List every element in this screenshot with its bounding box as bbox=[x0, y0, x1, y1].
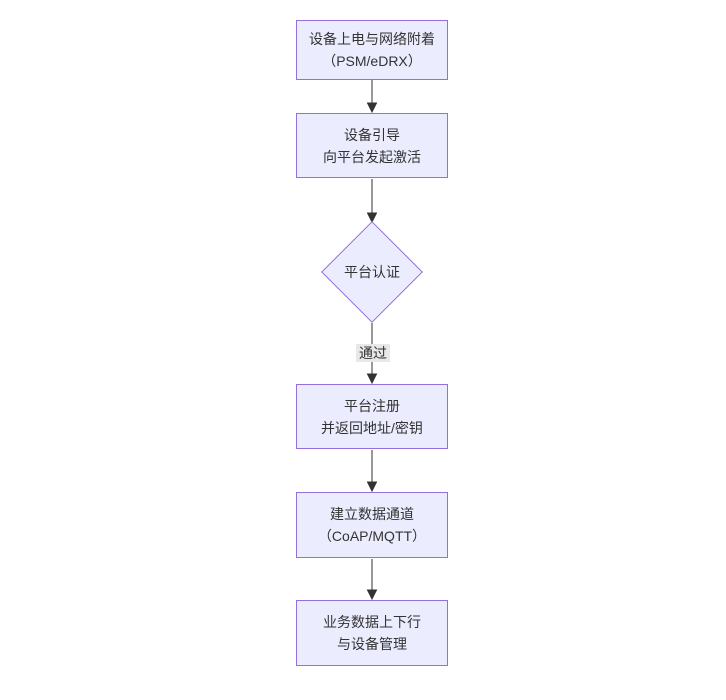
node-label-line: （PSM/eDRX） bbox=[322, 53, 422, 69]
arrow-channel-to-business bbox=[366, 559, 378, 601]
node-business: 业务数据上下行 与设备管理 bbox=[296, 600, 448, 666]
node-label-line: 设备上电与网络附着 bbox=[309, 31, 435, 47]
arrow-power-to-bootstrap bbox=[366, 80, 378, 114]
node-platform-auth: 平台认证 bbox=[344, 264, 400, 280]
node-register: 平台注册 并返回地址/密钥 bbox=[296, 384, 448, 449]
arrow-bootstrap-to-auth bbox=[366, 179, 378, 224]
node-data-channel: 建立数据通道 （CoAP/MQTT） bbox=[296, 492, 448, 558]
node-label-line: 业务数据上下行 bbox=[323, 614, 421, 630]
node-label-line: 与设备管理 bbox=[337, 636, 407, 652]
node-label-line: （CoAP/MQTT） bbox=[317, 528, 427, 544]
node-label-line: 设备引导 bbox=[344, 126, 400, 143]
arrow-register-to-channel bbox=[366, 450, 378, 493]
node-label-line: 向平台发起激活 bbox=[323, 148, 421, 165]
node-label-line: 平台注册 bbox=[344, 397, 400, 414]
node-label-line: 建立数据通道 bbox=[330, 506, 414, 522]
node-label-line: 并返回地址/密钥 bbox=[321, 419, 423, 436]
node-bootstrap: 设备引导 向平台发起激活 bbox=[296, 113, 448, 178]
node-power-attach: 设备上电与网络附着 （PSM/eDRX） bbox=[296, 20, 448, 80]
edge-label-pass: 通过 bbox=[356, 344, 390, 362]
